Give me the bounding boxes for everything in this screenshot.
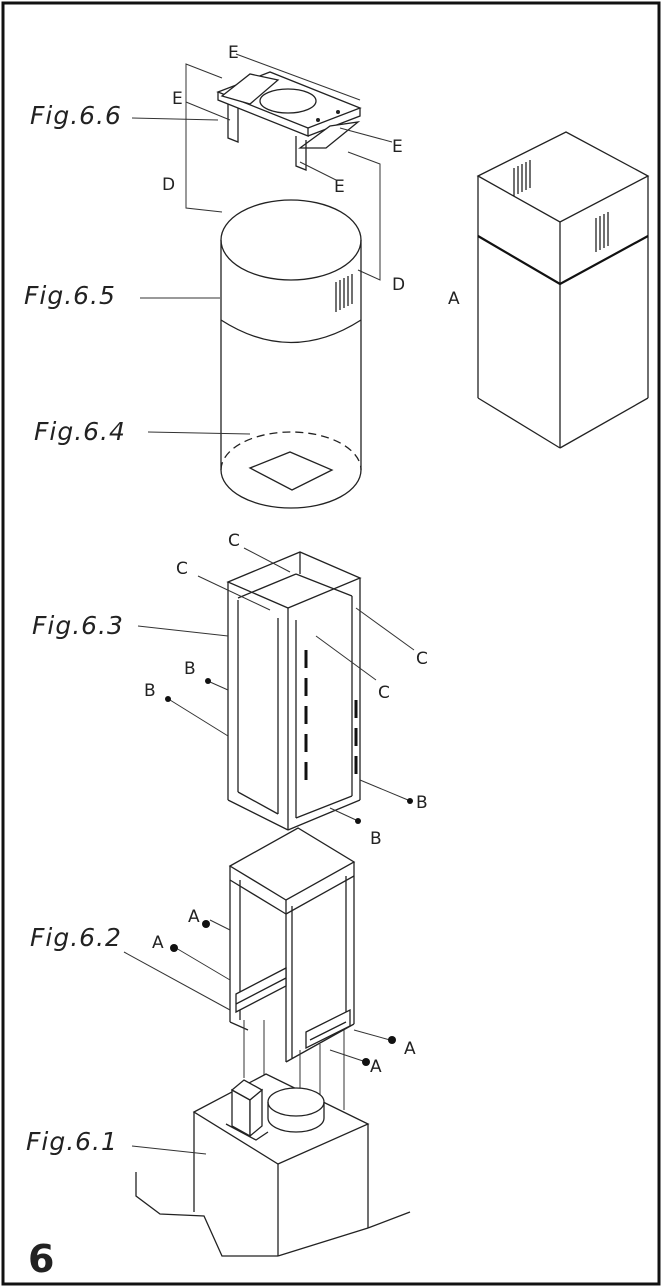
callout-a-assembled: A [448, 289, 460, 309]
callout-d-left: D [162, 175, 175, 195]
assembled-chimney-view-a [476, 131, 650, 449]
fig-6-6-mounting-bracket [185, 53, 393, 281]
callout-e-right: E [392, 137, 403, 157]
fig-6-1-base-housing [131, 1073, 411, 1257]
fig-6-5-cylinder-chimney [220, 199, 362, 509]
fig-6-3-inner-frame [137, 547, 415, 831]
callout-a-lower-right: A [370, 1057, 382, 1077]
fig-6-5-label: Fig.6.5 [24, 281, 116, 310]
callout-d-right: D [392, 275, 405, 295]
callout-e-top: E [228, 43, 239, 63]
callout-c-top: C [228, 531, 240, 551]
callout-a-lower-left: A [152, 933, 164, 953]
callout-e-left: E [172, 89, 183, 109]
fig-6-3-label: Fig.6.3 [32, 611, 124, 640]
callout-a-upper-left: A [188, 907, 200, 927]
callout-e-bottom: E [334, 177, 345, 197]
callout-b-lower-left: B [144, 681, 156, 701]
fig-6-4-label: Fig.6.4 [34, 417, 126, 446]
fig-6-2-lower-frame [123, 827, 396, 1118]
fig-6-1-label: Fig.6.1 [26, 1127, 118, 1156]
callout-c-inner: C [378, 683, 390, 703]
fig-6-2-label: Fig.6.2 [30, 923, 122, 952]
callout-b-bottom: B [370, 829, 382, 849]
callout-a-right: A [404, 1039, 416, 1059]
step-number: 6 [28, 1237, 54, 1281]
callout-b-upper-left: B [184, 659, 196, 679]
callout-b-right: B [416, 793, 428, 813]
fig-6-6-label: Fig.6.6 [30, 101, 122, 130]
callout-c-right: C [416, 649, 428, 669]
callout-c-left: C [176, 559, 188, 579]
